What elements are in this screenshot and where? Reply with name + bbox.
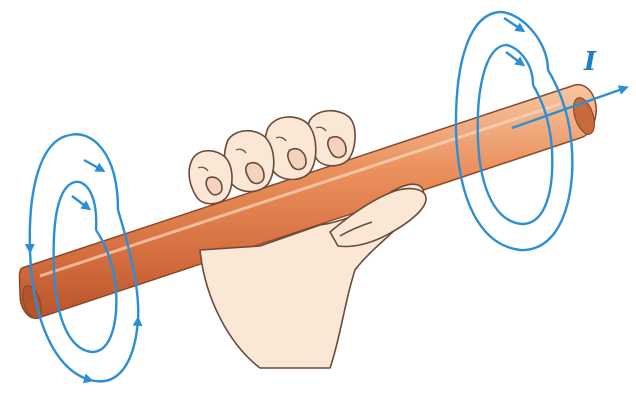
- wire-body: [18, 83, 597, 319]
- nail-index: [327, 135, 347, 159]
- field-line-right-inner: [476, 43, 554, 226]
- field-line-left-inner: [52, 180, 118, 354]
- field-line-left-outer-back: [69, 133, 120, 211]
- hand-thumb: [329, 187, 427, 248]
- field-arrow-left-inner: [71, 195, 92, 211]
- thumb-crease: [339, 221, 373, 237]
- current-indicator: I: [511, 47, 629, 130]
- nail-little: [205, 176, 223, 196]
- knuckle-creases: [197, 126, 327, 172]
- field-line-right-outer-back: [499, 10, 550, 71]
- field-line-left-outer: [24, 133, 143, 384]
- field-lines-back: [69, 10, 550, 231]
- field-line-right-outer: [454, 10, 574, 252]
- field-line-left-inner-back: [74, 180, 98, 231]
- field-lines-front: [24, 10, 574, 384]
- wire-end-right: [573, 97, 595, 135]
- field-arrow-right-inner: [505, 51, 526, 67]
- field-arrow-left-outer: [83, 158, 106, 172]
- nail-ring: [245, 161, 265, 185]
- current-arrow: [511, 85, 629, 130]
- hand: [188, 109, 427, 369]
- field-line-right-inner-back: [504, 43, 535, 86]
- nail-middle: [287, 147, 307, 171]
- field-arrow-right-outer: [503, 17, 526, 33]
- current-label: I: [583, 47, 597, 77]
